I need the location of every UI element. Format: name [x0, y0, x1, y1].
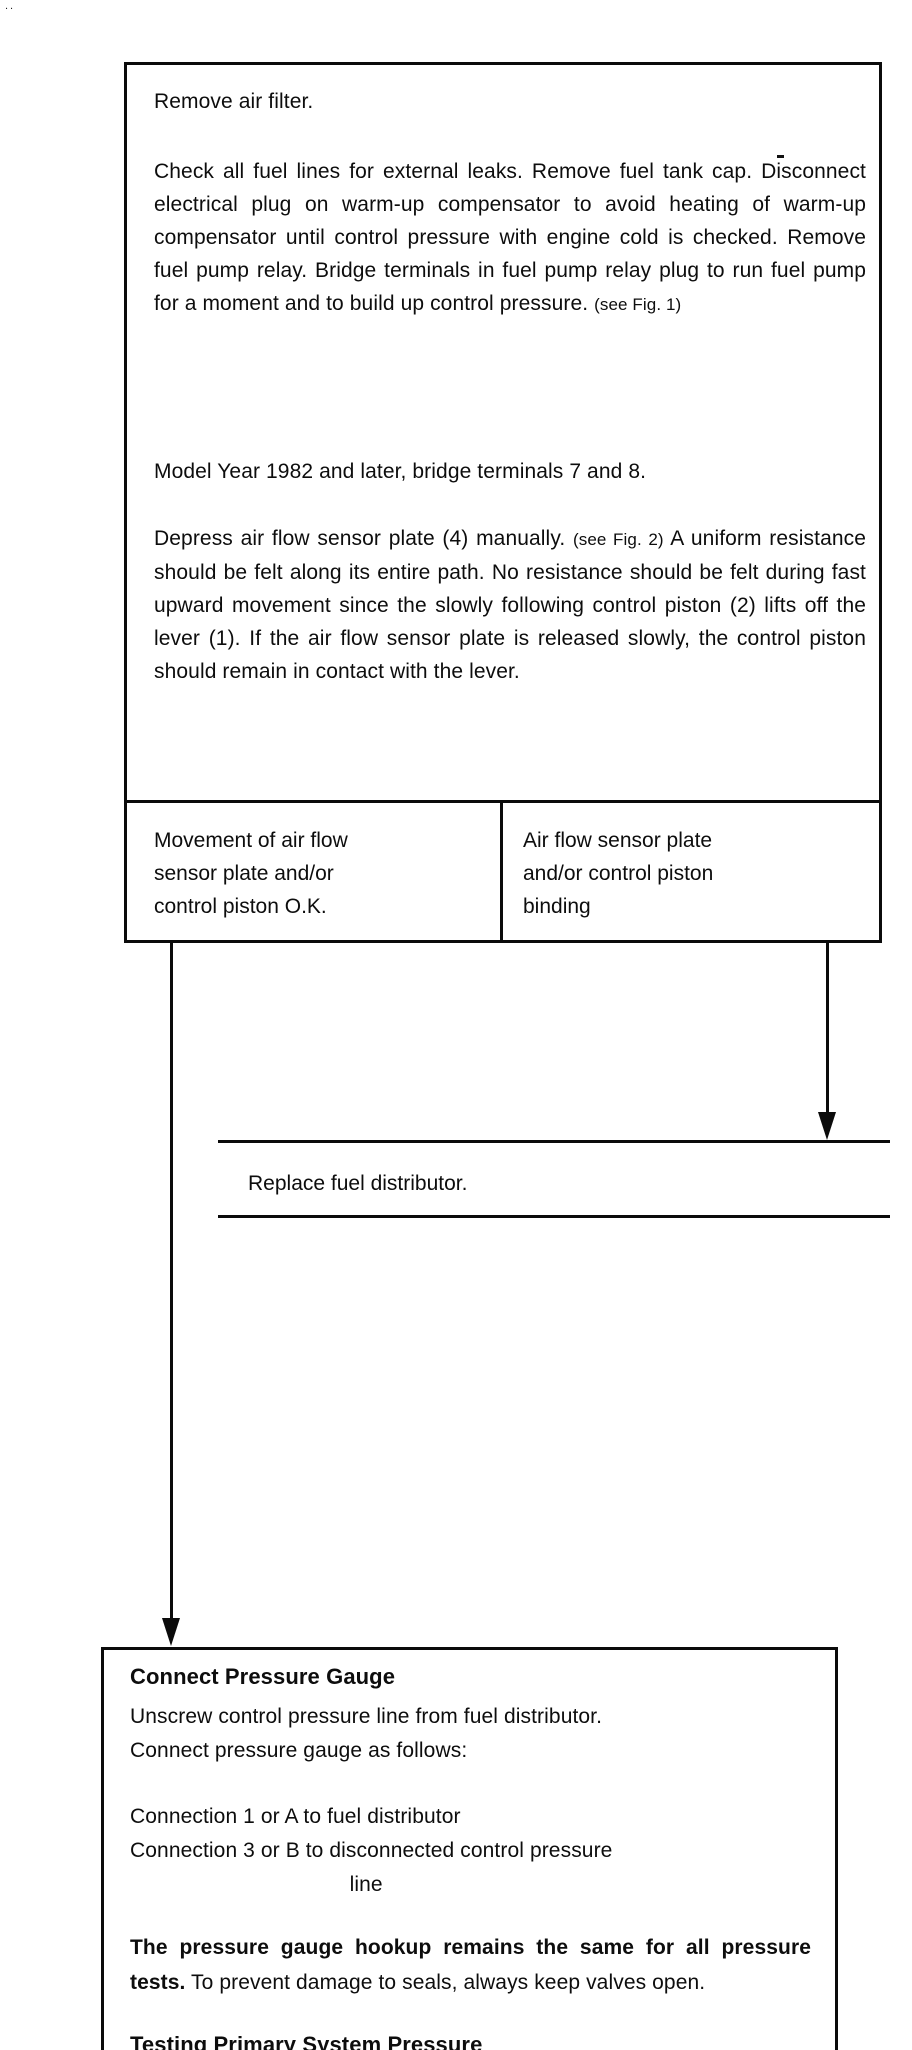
replace-fuel-distributor-strip: Replace fuel distributor.	[218, 1140, 890, 1218]
replace-fuel-distributor-text: Replace fuel distributor.	[248, 1172, 468, 1195]
paragraph-depress-part2: A uniform resistance should be felt alon…	[154, 527, 867, 683]
outcome-cell-binding: Air flow sensor plate and/or control pis…	[523, 829, 714, 918]
paragraph-depress-sensor-plate: Depress air flow sensor plate (4) manual…	[154, 522, 866, 688]
instructions-box: Remove air filter. Check all fuel lines …	[124, 62, 882, 943]
flow-arrow-right-head-icon	[818, 1112, 836, 1140]
scan-artifact-speck	[777, 155, 784, 158]
gauge-box-body: Unscrew control pressure line from fuel …	[130, 1705, 603, 1762]
clipped-section-heading: Testing Primary System Pressure	[130, 2032, 483, 2050]
fig-2-reference: (see Fig. 2)	[573, 530, 664, 549]
flow-arrow-right-stem	[826, 943, 829, 1113]
flow-arrow-left-head-icon	[162, 1618, 180, 1646]
outcome-row: Movement of air flow sensor plate and/or…	[127, 800, 879, 943]
outcome-cell-ok: Movement of air flow sensor plate and/or…	[127, 803, 503, 943]
paragraph-remove-air-filter: Remove air filter.	[154, 90, 314, 113]
fig-1-reference: (see Fig. 1)	[594, 295, 682, 314]
paragraph-model-year: Model Year 1982 and later, bridge termin…	[154, 460, 647, 483]
gauge-box-note-rest: To prevent damage to seals, always keep …	[185, 1971, 706, 1994]
paragraph-check-fuel-lines-text: Check all fuel lines for external leaks.…	[154, 160, 866, 315]
gauge-box-note-bold: The pressure gauge hookup remains the sa…	[130, 1936, 811, 1994]
flow-arrow-left-stem	[170, 943, 173, 1620]
scan-artifact-dots: ..	[5, 0, 16, 12]
paragraph-check-fuel-lines: Check all fuel lines for external leaks.…	[154, 155, 866, 321]
connect-pressure-gauge-box: Connect Pressure Gauge Unscrew control p…	[101, 1647, 838, 2050]
gauge-box-connections: Connection 1 or A to fuel distributor Co…	[130, 1805, 613, 1896]
gauge-box-note: The pressure gauge hookup remains the sa…	[130, 1930, 811, 2000]
paragraph-depress-part1: Depress air flow sensor plate (4) manual…	[154, 527, 573, 550]
gauge-box-title: Connect Pressure Gauge	[130, 1664, 396, 1689]
